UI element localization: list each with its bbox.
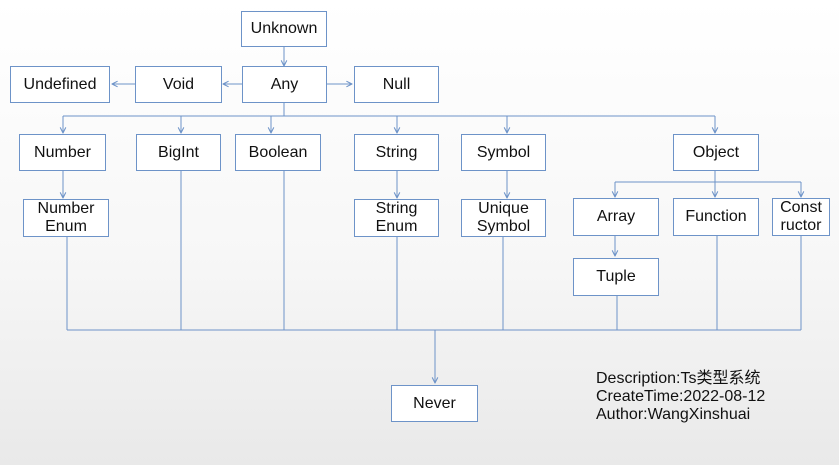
meta-description: Description:Ts类型系统 (596, 370, 761, 387)
node-function: Function (673, 198, 759, 236)
node-object: Object (673, 134, 759, 171)
node-unique-symbol: Unique Symbol (461, 199, 546, 237)
node-boolean: Boolean (235, 134, 321, 171)
meta-create-time: CreateTime:2022-08-12 (596, 388, 766, 405)
node-null: Null (354, 66, 439, 103)
node-bigint: BigInt (136, 134, 221, 171)
node-undefined: Undefined (10, 66, 110, 103)
node-number-enum: Number Enum (23, 199, 109, 237)
node-number: Number (19, 134, 106, 171)
node-never: Never (391, 385, 478, 422)
meta-info: Description:Ts类型系统 CreateTime:2022-08-12… (596, 370, 765, 424)
node-symbol: Symbol (461, 134, 546, 171)
meta-author: Author:WangXinshuai (596, 406, 751, 423)
node-string: String (354, 134, 439, 171)
node-constructor: Const ructor (772, 198, 830, 236)
node-string-enum: String Enum (354, 199, 439, 237)
node-unknown: Unknown (241, 11, 327, 47)
node-any: Any (242, 66, 327, 103)
node-tuple: Tuple (573, 258, 659, 296)
node-void: Void (135, 66, 222, 103)
node-array: Array (573, 198, 659, 236)
